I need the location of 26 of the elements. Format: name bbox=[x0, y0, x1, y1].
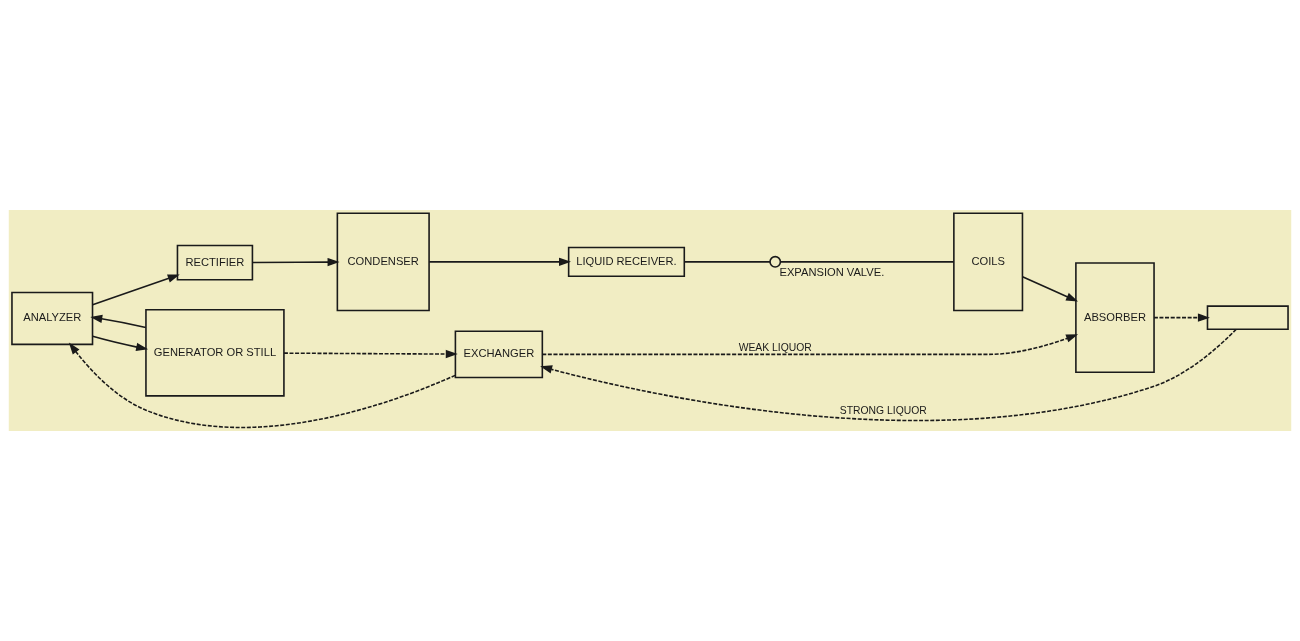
edge-label: STRONG LIQUOR bbox=[839, 405, 927, 417]
arrow bbox=[1021, 276, 1079, 302]
arrow bbox=[540, 328, 1237, 422]
node-box: GENERATOR OR STILL bbox=[145, 308, 285, 397]
node-label: EXPANSION VALVE. bbox=[779, 265, 885, 278]
node-box bbox=[1206, 305, 1289, 331]
arrow bbox=[283, 349, 458, 359]
arrow bbox=[90, 314, 147, 329]
edge-label: WEAK LIQUOR bbox=[738, 342, 812, 354]
node-box: ANALYZER bbox=[11, 291, 94, 346]
connector bbox=[779, 261, 955, 263]
arrow bbox=[91, 335, 149, 352]
node-box: CONDENSER bbox=[336, 212, 430, 312]
node-box: ABSORBER bbox=[1075, 262, 1155, 374]
arrow bbox=[428, 257, 571, 267]
arrow bbox=[91, 274, 180, 306]
node-circle bbox=[769, 255, 782, 268]
arrow bbox=[251, 257, 340, 267]
arrow bbox=[541, 334, 1079, 356]
connector bbox=[683, 261, 771, 263]
arrow bbox=[68, 342, 456, 429]
node-box: RECTIFIER bbox=[176, 244, 254, 281]
node-box: LIQUID RECEIVER. bbox=[567, 246, 686, 277]
node-box: EXCHANGER bbox=[454, 330, 544, 379]
node-box: COILS bbox=[953, 212, 1024, 312]
arrow bbox=[1153, 313, 1210, 322]
